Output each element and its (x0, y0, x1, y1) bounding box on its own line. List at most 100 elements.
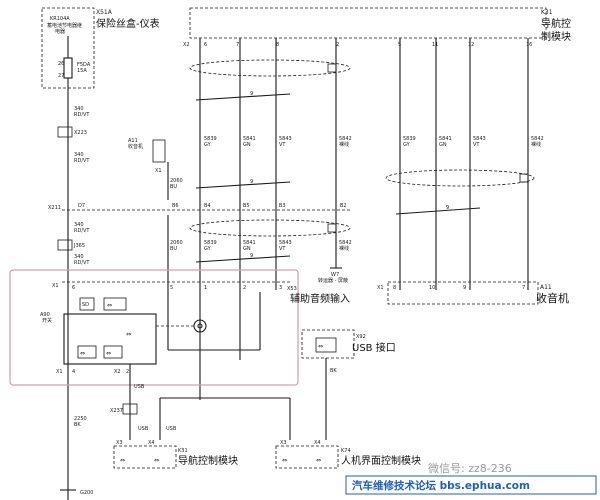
fuse-id: F5DA (77, 62, 91, 68)
radio-x1-label: X1 (377, 285, 384, 291)
pin-16-top: 16 (526, 42, 532, 48)
x1-top-label: X1 (52, 283, 59, 289)
x3b-label: X3 (280, 440, 287, 446)
gy-2-num: 5839 (204, 240, 217, 246)
usb-wire-label-2: USB (138, 426, 149, 432)
b4-label: B4 (204, 203, 211, 209)
pin-8-radio: 8 (393, 285, 396, 291)
nav-top-id: K31 (541, 9, 553, 16)
fuse-desc2: 电器 (55, 28, 65, 35)
x237-connector (122, 403, 138, 415)
a90-id: A90 (40, 312, 50, 318)
a11-switch-id: A11 (128, 138, 138, 144)
w7-id: W7 (331, 272, 339, 278)
nav-module-top-outline (189, 7, 547, 39)
shield-ellipse-1 (189, 59, 351, 77)
nav-bottom-usb-1: ⇔ (120, 457, 125, 464)
shield-3-color: 裸线 (531, 141, 541, 148)
forum-banner (345, 475, 597, 495)
bu-2-num: 2060 (170, 240, 183, 246)
twist-label-2: 9 (250, 179, 253, 185)
pin-6-aux: 6 (72, 285, 75, 291)
b5-label: B5 (243, 203, 250, 209)
twist-line-4 (395, 207, 481, 215)
x2-top-label: X2 (183, 42, 190, 48)
fuse-pin-a: 26 (58, 61, 64, 67)
usb-port-icon (315, 337, 337, 353)
aux-jack-inner (197, 323, 203, 329)
gnd-wire-num: 2250 (74, 416, 87, 422)
twist-line-1 (195, 93, 291, 101)
usb-icon-1 (103, 297, 127, 311)
pin-10-radio: 10 (429, 285, 435, 291)
radio-name: 收音机 (536, 291, 569, 305)
fuse-icon (63, 57, 73, 79)
wire-340-4-num: 340 (74, 254, 84, 260)
vt-2-num: 5843 (279, 240, 292, 246)
gy-3-num: 5839 (403, 136, 416, 142)
usb-icon-3-glyph: ⇔ (106, 350, 111, 357)
hmi-usb-1: ⇔ (282, 457, 287, 464)
shield-drain-1 (327, 63, 337, 73)
ground-id: G200 (80, 490, 93, 496)
usb-icon-2-glyph: ⇔ (80, 350, 85, 357)
shield-2-color: 裸线 (339, 245, 349, 252)
nav-top-name-1: 导航控 (541, 17, 571, 30)
gn-1-num: 5841 (243, 136, 256, 142)
twist-label-4: 9 (446, 205, 449, 211)
b3-label: B3 (279, 203, 286, 209)
vt-1-color: VT (279, 142, 286, 148)
a90-box (63, 313, 157, 365)
wire-340-3-num: 340 (74, 222, 84, 228)
shield-2-num: 5842 (339, 240, 352, 246)
a11-switch-box (152, 139, 166, 163)
pin-7-radio: 7 (522, 285, 525, 291)
nav-bottom-name: 导航控制模块 (178, 454, 238, 467)
fuse-block-name: 保险丝盒-仪表 (96, 17, 160, 30)
usb-port-outline (301, 329, 355, 359)
gn-2-color: GN (243, 246, 251, 252)
aux-input-id: X53 (287, 286, 297, 292)
d7-label: D7 (78, 203, 85, 209)
usb-wire-label-1: USB (134, 384, 145, 390)
gy-3-color: GY (403, 142, 411, 148)
fuse-amp: 15A (77, 68, 87, 74)
pin-5-aux: 5 (170, 285, 173, 291)
wire-340-3-color: RD/VT (74, 228, 90, 234)
radio-id: A11 (540, 284, 552, 291)
bu-1-color: BU (170, 184, 177, 190)
sd-icon-label: SD (82, 302, 89, 308)
x4a-label: X4 (148, 440, 155, 446)
gnd-wire-color: BK (74, 422, 81, 428)
usb-port-name: USB 接口 (352, 341, 396, 354)
shield-3-num: 5842 (531, 136, 544, 142)
usb-icon-2 (77, 345, 97, 359)
wire-340-2-num: 340 (74, 152, 84, 158)
aux-input-name: 辅助音频输入 (290, 292, 350, 305)
x4b-label: X4 (314, 440, 321, 446)
x2-bottom-label: X2 (114, 369, 121, 375)
vt-1-num: 5843 (279, 136, 292, 142)
twist-label-3: 9 (250, 253, 253, 259)
usb-port-glyph: ⇔ (318, 343, 323, 350)
fuse-desc1: 蓄电池节电器继 (47, 22, 82, 29)
hmi-usb-2: ⇔ (316, 457, 321, 464)
gy-1-num: 5839 (204, 136, 217, 142)
usb-port-id: X92 (356, 334, 366, 340)
wire-340-1-num: 340 (74, 106, 84, 112)
pin-2-bottom: 2 (126, 369, 129, 375)
aux-input-outline (9, 269, 299, 386)
shield-drain-3 (519, 173, 529, 183)
usb-icon-4-glyph: ⇔ (126, 331, 131, 338)
j365-connector (57, 239, 73, 251)
wire-340-2-color: RD/VT (74, 158, 90, 164)
w7-desc: 转运器 - 屏蔽 (318, 277, 348, 284)
vt-3-num: 5843 (473, 136, 486, 142)
pin-1-aux: 1 (204, 285, 207, 291)
aux-jack-icon (193, 319, 207, 333)
forum-text: 汽车维修技术论坛 bbs.ephua.com (352, 479, 530, 492)
nav-bottom-id: K31 (178, 448, 188, 454)
x223-connector (57, 126, 73, 138)
usb-port-wire-color: BK (330, 368, 337, 374)
